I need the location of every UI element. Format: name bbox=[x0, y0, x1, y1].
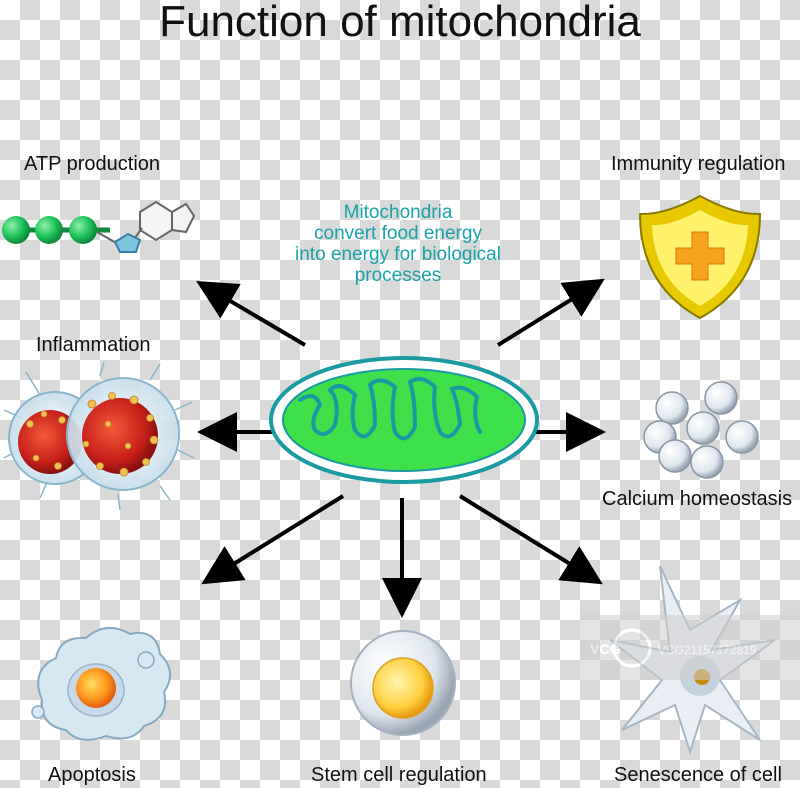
mitochondrion bbox=[269, 356, 539, 484]
mitochondria-description: Mitochondria convert food energy into en… bbox=[248, 202, 548, 286]
arrow-to-senescence bbox=[458, 494, 603, 585]
label-atp-production: ATP production bbox=[24, 153, 161, 175]
description-line: processes bbox=[354, 265, 442, 286]
label-immunity-regulation: Immunity regulation bbox=[611, 153, 786, 175]
apoptotic-cell-icon bbox=[31, 627, 171, 741]
label-senescence-of-cell: Senescence of cell bbox=[614, 764, 782, 786]
description-line: convert food energy bbox=[314, 223, 482, 244]
description-line: into energy for biological bbox=[295, 244, 501, 265]
arrow-to-immunity bbox=[496, 278, 605, 347]
arrow-to-atp bbox=[196, 280, 307, 347]
label-apoptosis: Apoptosis bbox=[48, 764, 136, 786]
inflammation-cells-icon bbox=[3, 361, 195, 511]
watermark-text: VCG21157172819 bbox=[658, 643, 757, 657]
calcium-ions-icon bbox=[643, 381, 759, 479]
stem-cell-icon bbox=[350, 630, 456, 736]
atp-molecule-icon bbox=[2, 200, 196, 253]
diagram-title: Function of mitochondria bbox=[159, 0, 641, 46]
label-inflammation: Inflammation bbox=[36, 334, 151, 356]
watermark: VCG VCG21157172819 bbox=[580, 615, 800, 680]
description-line: Mitochondria bbox=[343, 202, 453, 223]
svg-text:VCG: VCG bbox=[590, 641, 620, 657]
arrow-to-apoptosis bbox=[201, 494, 345, 585]
label-stem-cell-regulation: Stem cell regulation bbox=[311, 764, 487, 786]
arrows bbox=[196, 278, 606, 618]
label-calcium-homeostasis: Calcium homeostasis bbox=[602, 488, 793, 510]
shield-icon bbox=[638, 194, 762, 320]
